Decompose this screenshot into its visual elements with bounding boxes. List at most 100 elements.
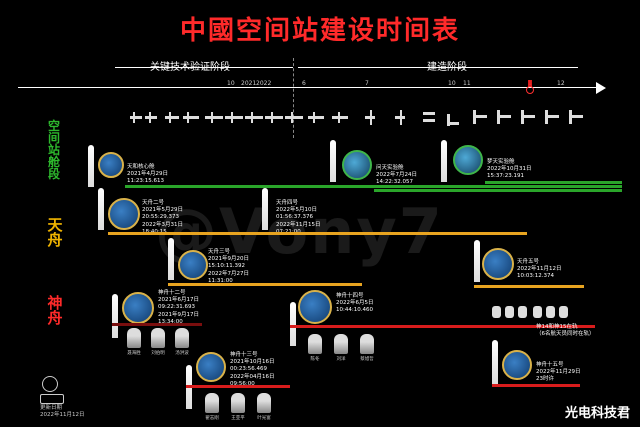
crew-name: 聂海胜: [127, 351, 141, 356]
astronaut-icon: [205, 393, 219, 413]
tianhe-mission-badge: [98, 152, 124, 178]
rocket-icon: [492, 340, 498, 384]
crew-name: 刘洋: [336, 357, 346, 362]
sz15-info: 神舟十五号 2022年11月29日 23时许: [536, 362, 581, 384]
sz14-duration-bar: [290, 325, 595, 328]
crew-name: 王亚平: [231, 416, 245, 421]
crew-overlap-line2: （6名航天员同时在轨）: [536, 331, 595, 338]
tz3-end-time: 11:31:00: [208, 277, 233, 284]
mengtian-duration-bar: [485, 181, 622, 184]
tz4-end-date: 2022年11月15日: [276, 221, 321, 228]
tz2-name: 天舟二号: [142, 200, 165, 206]
wentian-info: 问天实验舱 2022年7月24日 14:22:32.057: [376, 165, 417, 187]
crew-name: 蔡旭哲: [360, 357, 374, 362]
sz13-mission-badge: [196, 352, 226, 382]
mengtian-launch-date: 2022年10月31日: [487, 166, 532, 173]
tz4-launch-time: 01:56:37.376: [276, 214, 313, 221]
tz5-info: 天舟五号 2022年11月12日 10:03:12.374: [517, 259, 562, 281]
sz12-end-date: 2021年9月17日: [158, 311, 199, 318]
sz15-duration-bar: [492, 384, 580, 387]
update-info: 更新日期 2022年11月12日: [40, 405, 85, 419]
tz4-end-time: 07:21:00: [276, 229, 321, 236]
tz2-end-date: 2022年3月31日: [142, 221, 183, 228]
astronaut-icon: [308, 334, 322, 354]
sz12-info: 神舟十二号 2021年6月17日 09:22:31.693 2021年9月17日…: [158, 290, 199, 326]
tz2-launch-date: 2021年5月29日: [142, 207, 183, 214]
tz2-mission-badge: [108, 198, 140, 230]
phase-divider: [293, 58, 294, 138]
tz2-end-time: 18:40:15: [142, 229, 183, 236]
tianhe-name: 天和核心舱: [127, 164, 155, 170]
tz3-end-date: 2022年7月27日: [208, 270, 249, 277]
sz13-end-time: 09:56:00: [230, 380, 255, 387]
tianhe-duration-bar: [125, 185, 622, 188]
sz13-end-date: 2022年04月16日: [230, 373, 275, 380]
tz4-name: 天舟四号: [276, 200, 299, 206]
sz15-launch-time: 23时许: [536, 376, 554, 383]
mengtian-launch-time: 15:37:23.191: [487, 173, 524, 180]
tz5-launch-date: 2022年11月12日: [517, 266, 562, 273]
wentian-launch-time: 14:22:32.057: [376, 179, 413, 186]
tz2-info: 天舟二号 2021年5月29日 20:55:29.373 2022年3月31日 …: [142, 200, 183, 236]
tz5-name: 天舟五号: [517, 259, 540, 265]
rocket-icon: [474, 240, 480, 282]
wentian-name: 问天实验舱: [376, 165, 404, 171]
sz13-launch-date: 2021年10月16日: [230, 359, 275, 366]
crew-name: 陈冬: [310, 357, 320, 362]
sz12-name: 神舟十二号: [158, 290, 186, 296]
sz12-duration-bar: [112, 323, 202, 326]
tz3-launch-time: 15:10:11.392: [208, 263, 245, 270]
timeline-arrow-icon: [596, 82, 606, 94]
tz5-mission-badge: [482, 248, 514, 280]
crew-overlap-figures: [492, 306, 568, 318]
crew-overlap-icons: [490, 302, 570, 318]
sz15-name: 神舟十五号: [536, 362, 564, 368]
rocket-icon: [168, 238, 174, 280]
station-config-strip: [130, 110, 583, 126]
update-date: 2022年11月12日: [40, 412, 85, 418]
astronaut-icon: [127, 328, 141, 348]
rocket-icon: [290, 302, 296, 346]
page-title: 中國空间站建设时间表: [179, 16, 460, 46]
astronaut-icon: [334, 334, 348, 354]
tz5-launch-time: 10:03:12.374: [517, 273, 554, 280]
crew-name: 汤洪波: [175, 351, 189, 356]
crew-overlap-line1: 神14和神15在轨: [536, 324, 578, 330]
crew-overlap-note: 神14和神15在轨 （6名航天员同时在轨）: [536, 324, 595, 338]
update-label: 更新日期: [40, 405, 63, 411]
author-logo: [42, 376, 58, 392]
row-label-station: 空间站舱段: [47, 119, 60, 181]
wentian-launch-date: 2022年7月24日: [376, 172, 417, 179]
sz12-mission-badge: [122, 292, 154, 324]
sz14-name: 神舟十四号: [336, 293, 364, 299]
axis-tick-label: 10: [227, 80, 235, 87]
tz4-duration-bar: [262, 232, 527, 235]
sz13-launch-time: 00:23:56.469: [230, 366, 267, 373]
astronaut-icon: [175, 328, 189, 348]
sz12-launch-time: 09:22:31.693: [158, 304, 195, 311]
sz14-info: 神舟十四号 2022年6月5日 10:44:10.460: [336, 293, 374, 315]
sz14-launch-date: 2022年6月5日: [336, 300, 374, 307]
wentian-mission-badge: [342, 150, 372, 180]
tz5-duration-bar: [474, 285, 584, 288]
rocket-icon: [330, 140, 336, 182]
astronaut-icon: [151, 328, 165, 348]
phase-verification-bracket: [115, 67, 293, 68]
tz3-mission-badge: [178, 250, 208, 280]
astronaut-icon: [360, 334, 374, 354]
axis-tick-label: 7: [365, 80, 369, 87]
tz3-launch-date: 2021年9月20日: [208, 256, 249, 263]
axis-tick-label: 2021: [241, 80, 257, 87]
sz13-duration-bar: [186, 385, 290, 388]
rocket-icon: [441, 140, 447, 182]
tianhe-launch-time: 11:23:15.613: [127, 178, 164, 185]
sz12-end-time: 13:34:00: [158, 318, 183, 325]
tz4-info: 天舟四号 2022年5月10日 01:56:37.376 2022年11月15日…: [276, 200, 321, 236]
axis-tick-label: 10: [448, 80, 456, 87]
station-configurations: [125, 107, 595, 129]
mengtian-info: 梦天实验舱 2022年10月31日 15:37:23.191: [487, 159, 532, 181]
sz15-mission-badge: [502, 350, 532, 380]
crew-name: 翟志刚: [205, 416, 219, 421]
timeline-axis: [18, 87, 598, 88]
tz3-duration-bar: [168, 283, 362, 286]
